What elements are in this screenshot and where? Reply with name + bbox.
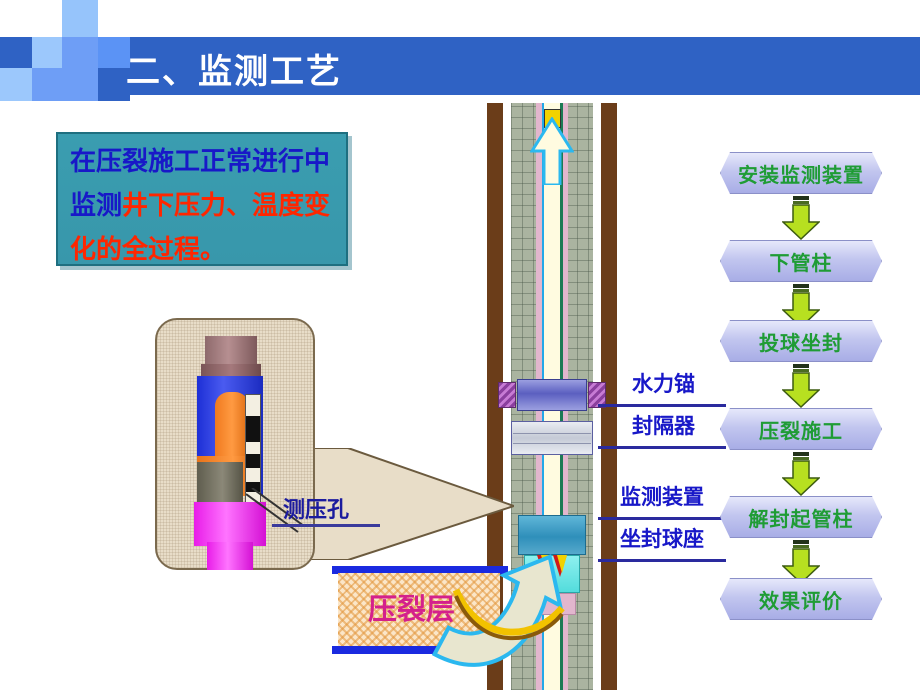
header-deco-block-3 [62, 37, 98, 101]
fracture-layer-label: 压裂层 [368, 592, 456, 626]
page-title: 二、监测工艺 [126, 52, 342, 92]
flow-node-drop-ball-set-packer[interactable]: 投球坐封 [720, 320, 882, 362]
flow-node-unset-and-pull-tubing[interactable]: 解封起管柱 [720, 496, 882, 538]
flow-node-label: 效果评价 [759, 588, 843, 613]
tool-lower-pink [194, 502, 266, 546]
flow-node-run-tubing-string[interactable]: 下管柱 [720, 240, 882, 282]
tool-collar [201, 364, 261, 376]
flow-arrow-icon-3 [782, 364, 820, 408]
label-packer: 封隔器 [632, 414, 695, 438]
leader-line-hydraulic-anchor [598, 404, 726, 407]
flow-node-label: 下管柱 [769, 250, 833, 275]
gauge-segment-1 [246, 416, 260, 442]
flow-node-label: 安装监测装置 [738, 162, 864, 187]
description-line-1-text: 在压裂施工正常进行中 [70, 147, 331, 177]
pressure-port-underline [272, 524, 380, 527]
hydraulic-anchor [517, 379, 587, 411]
flow-arrow-icon-5 [782, 540, 820, 584]
flow-node-fracturing-operation[interactable]: 压裂施工 [720, 408, 882, 450]
header-deco-block-5 [98, 37, 130, 68]
flow-node-effect-evaluation[interactable]: 效果评价 [720, 578, 882, 620]
anchor-slip-right [588, 382, 606, 408]
packer-line-2 [513, 443, 591, 444]
gauge-segment-2 [246, 454, 260, 468]
gauge-segment-3 [246, 482, 260, 492]
tool-top-sub [205, 336, 257, 364]
flow-up-arrow-icon [530, 117, 574, 185]
description-line-2: 监测井下压力、温度变 [70, 184, 336, 228]
header-deco-block-7 [32, 68, 62, 101]
description-line-3: 化的全过程。 [70, 228, 336, 272]
detail-callout-cone [288, 448, 514, 560]
casing-wall-left [487, 103, 503, 690]
seat-jet-yellow-right [557, 555, 567, 573]
tool-gray-section [197, 462, 243, 506]
leader-line-monitoring-device [598, 517, 726, 520]
packer-line-1 [513, 433, 591, 434]
tool-lower-pink-nose [207, 542, 253, 570]
header-deco-block-6 [98, 68, 130, 101]
packer [511, 421, 593, 455]
flow-node-label: 投球坐封 [759, 330, 843, 355]
leader-line-packer [598, 446, 726, 449]
description-line-2-blue: 监测 [70, 191, 123, 221]
flow-node-label: 压裂施工 [759, 418, 843, 443]
flow-arrow-icon-1 [782, 196, 820, 240]
header-deco-block-4 [32, 37, 62, 68]
description-text-box: 在压裂施工正常进行中 监测井下压力、温度变 化的全过程。 [56, 132, 348, 266]
description-line-2-red: 井下压力、温度变 [122, 191, 331, 221]
flow-node-install-monitoring-device[interactable]: 安装监测装置 [720, 152, 882, 194]
flow-arrow-icon-2 [782, 284, 820, 328]
casing-wall-right [601, 103, 617, 690]
fracture-layer-bottom-bar [332, 646, 508, 654]
label-ball-seat: 坐封球座 [620, 527, 704, 551]
fracture-layer-top-bar [332, 566, 508, 574]
label-hydraulic-anchor: 水力锚 [632, 372, 695, 396]
flow-node-label: 解封起管柱 [748, 506, 854, 531]
label-monitoring-device: 监测装置 [620, 485, 704, 509]
fracture-injection-arrow-icon [431, 554, 563, 667]
description-line-1: 在压裂施工正常进行中 [70, 140, 336, 184]
pressure-port-label: 测压孔 [283, 498, 350, 523]
monitoring-device [518, 515, 586, 555]
fracture-flow-streak-icon [452, 588, 565, 641]
description-line-3-text: 化的全过程。 [70, 235, 227, 265]
flow-arrow-icon-4 [782, 452, 820, 496]
anchor-slip-left [498, 382, 516, 408]
leader-line-ball-seat [598, 559, 726, 562]
header-band [0, 37, 920, 95]
